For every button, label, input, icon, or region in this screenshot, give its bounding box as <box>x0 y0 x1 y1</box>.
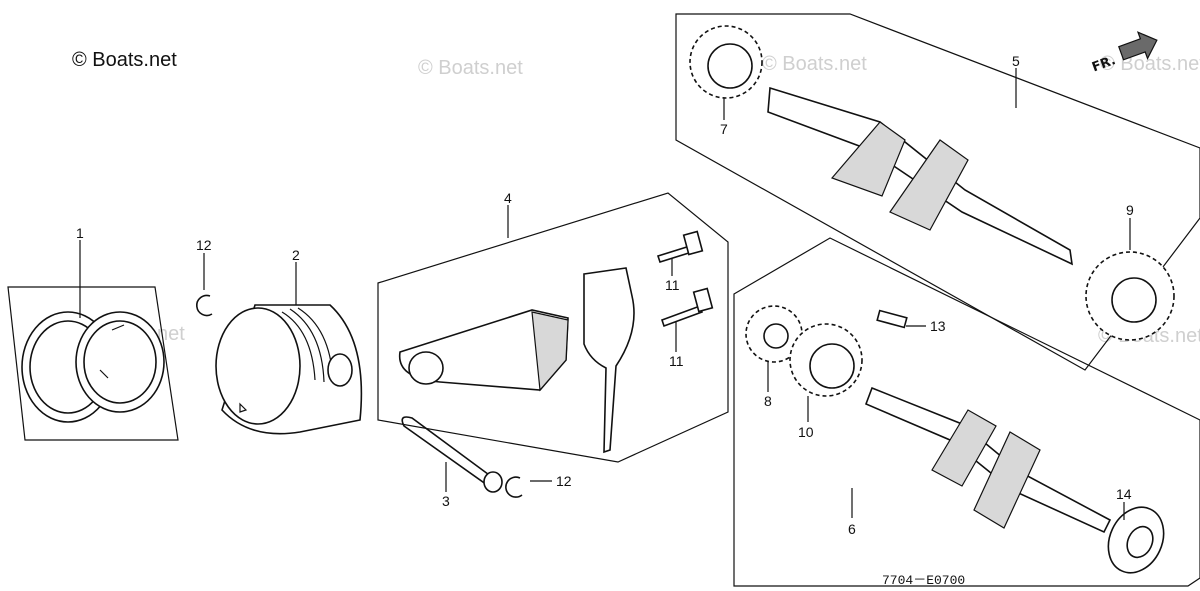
connecting-rod-set <box>377 192 729 463</box>
crank-web-3 <box>931 409 997 487</box>
diagram-code: 7704－E0700 <box>882 573 965 588</box>
crankshaft-upper-frame <box>675 13 1200 371</box>
watermark-text-1: © Boats.net <box>418 57 523 79</box>
callout-12-lower: 12 <box>556 473 572 489</box>
watermark-text-2: © Boats.net <box>762 53 867 75</box>
ball-bearing-bore <box>1126 525 1154 559</box>
crankshaft-assembly-lower <box>733 237 1200 587</box>
piston-pin <box>401 416 503 493</box>
callout-12-upper: 12 <box>196 237 212 253</box>
crank-web-4 <box>973 431 1041 529</box>
piston-pin-end <box>483 471 503 493</box>
callout-13: 13 <box>930 318 946 334</box>
leader-lines <box>79 68 1131 520</box>
crank-gear-9-hub <box>1111 277 1157 323</box>
rod-bolt-upper-head <box>682 230 704 256</box>
ring-gap <box>99 324 125 379</box>
callout-10: 10 <box>798 424 814 440</box>
piston-mark-icon <box>239 402 248 413</box>
crank-web-2 <box>889 139 969 231</box>
circlip-lower <box>505 476 523 498</box>
arrow-icon <box>1117 31 1158 61</box>
small-end-bore <box>408 351 444 385</box>
piston-pin-boss <box>327 353 353 387</box>
callout-3: 3 <box>442 493 450 509</box>
callout-1: 1 <box>76 225 84 241</box>
circlip-upper <box>196 294 213 317</box>
ring-set-frame <box>7 286 179 441</box>
gear-8-hub <box>763 323 789 349</box>
rod-cap-with-dipper <box>583 267 635 454</box>
crankshaft-assembly-upper <box>675 13 1200 371</box>
callout-5: 5 <box>1012 53 1020 69</box>
rod-bolt-lower-head <box>692 287 714 313</box>
crank-web-1 <box>830 121 906 197</box>
woodruff-key <box>876 309 908 329</box>
piston <box>215 304 363 435</box>
callout-11-lower: 11 <box>669 353 684 369</box>
callout-4: 4 <box>504 190 512 206</box>
callout-11-upper: 11 <box>665 277 680 293</box>
crank-gear-7-hub <box>707 43 753 89</box>
big-end <box>531 311 569 392</box>
gear-10-hub <box>809 343 855 389</box>
piston-ring-2-inner <box>83 320 157 404</box>
rod-bolt-lower <box>660 304 704 328</box>
callout-8: 8 <box>764 393 772 409</box>
callout-6: 6 <box>848 521 856 537</box>
callout-9: 9 <box>1126 202 1134 218</box>
copyright-text: © Boats.net <box>72 49 177 71</box>
callout-7: 7 <box>720 121 728 137</box>
piston-ring-set <box>7 286 179 441</box>
piston-crown <box>215 307 301 425</box>
callout-14: 14 <box>1116 486 1132 502</box>
callout-labels: 1 2 3 4 5 6 7 8 9 10 11 11 12 12 13 14 <box>76 53 1134 537</box>
crankshaft-lower-frame <box>733 237 1200 587</box>
connecting-rod-frame <box>377 192 729 463</box>
callout-2: 2 <box>292 247 300 263</box>
